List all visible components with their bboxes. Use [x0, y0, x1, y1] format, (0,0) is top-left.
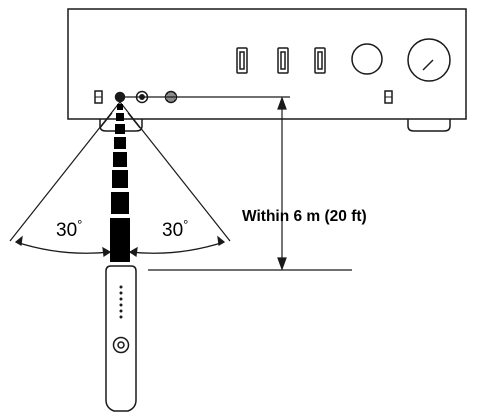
volume-knob-pointer [422, 59, 434, 71]
selector-knob-1 [236, 47, 248, 74]
degree-mark-left: ° [77, 217, 82, 232]
distance-arrow-head-bottom [277, 257, 287, 271]
reception-cone [9, 101, 231, 258]
cone-arc-right [127, 112, 141, 129]
amplifier-body [67, 8, 467, 120]
distance-label: Within 6 m (20 ft) [242, 208, 367, 225]
selector-knob-2 [277, 47, 289, 74]
angle-label-left: 30° [56, 217, 82, 241]
degree-mark-right: ° [183, 217, 188, 232]
amplifier-foot-right [407, 119, 451, 132]
angle-arc-left [15, 241, 111, 254]
distance-guides [124, 96, 352, 271]
remote-control-icon [105, 265, 137, 412]
angle-arc-right [129, 241, 225, 254]
amplifier-unit [67, 8, 467, 132]
selector-knob-3 [314, 47, 326, 74]
volume-knob [407, 38, 451, 82]
remote-body [105, 265, 137, 412]
input-knob [351, 43, 383, 75]
angle-label-right: 30° [162, 217, 188, 241]
infrared-sensor-icon [114, 91, 126, 103]
selector-knob-2-inner [280, 51, 286, 70]
remote-dial-icon [112, 336, 130, 354]
remote-led-dots [119, 285, 123, 319]
cone-arc-left [99, 112, 113, 129]
distance-arrow-head-top [277, 96, 287, 110]
selector-knob-3-inner [317, 51, 323, 70]
infrared-beam [110, 104, 130, 262]
selector-knob-1-inner [239, 51, 245, 70]
